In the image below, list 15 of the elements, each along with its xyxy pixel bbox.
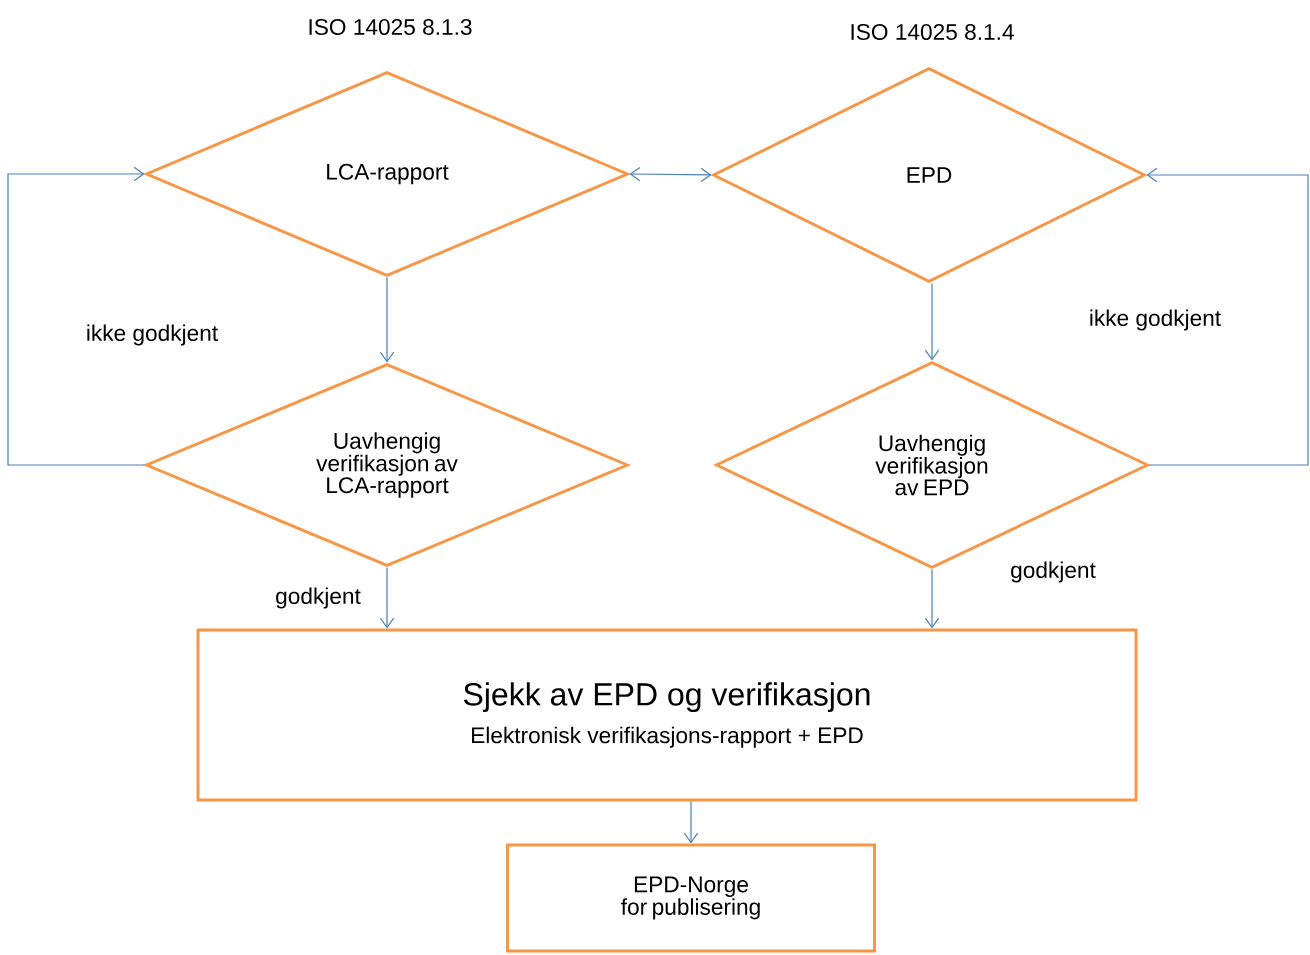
arrow bbox=[7, 166, 146, 466]
arrow bbox=[924, 282, 940, 361]
arrow bbox=[379, 276, 395, 363]
standard-label: ISO 14025 8.1.4 bbox=[851, 23, 1014, 41]
arrow bbox=[683, 800, 699, 844]
process-box: EPD-Norge for publisering bbox=[506, 843, 876, 953]
process-box: Sjekk av EPD og verifikasjon Elektronisk verifikasjons-rapport + EPD bbox=[196, 628, 1138, 802]
edge-label: ikke godkjent bbox=[87, 324, 218, 346]
edge-label: ikke godkjent bbox=[1090, 309, 1221, 331]
edge-label: godkjent bbox=[276, 587, 361, 609]
arrow bbox=[379, 566, 395, 629]
standard-label: ISO 14025 8.1.3 bbox=[309, 18, 472, 36]
arrow bbox=[629, 166, 712, 183]
arrow bbox=[924, 568, 940, 629]
arrow bbox=[1146, 167, 1309, 466]
